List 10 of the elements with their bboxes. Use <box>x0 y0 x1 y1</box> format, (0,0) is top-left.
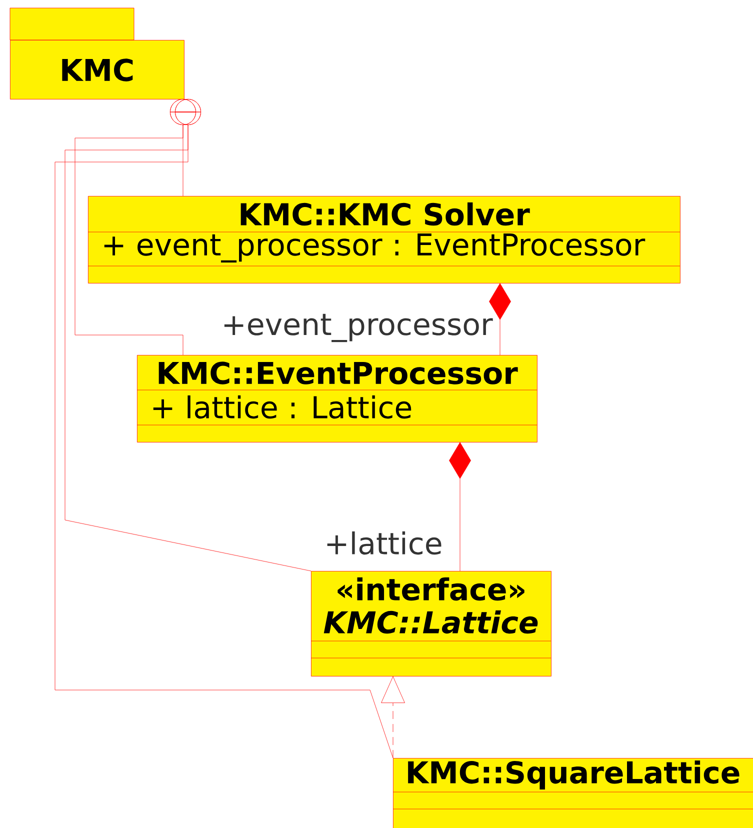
class-box: KMC::SquareLattice <box>392 758 753 828</box>
class-box: KMC::KMC Solver + event_processor : EventProcessor <box>88 196 680 284</box>
class-box: KMC::EventProcessor + lattice : Lattice <box>136 355 538 442</box>
connector <box>449 442 471 572</box>
interface-box: «interface» KMC::Lattice <box>310 571 552 676</box>
connector <box>489 283 511 356</box>
edge-label: +event_processor <box>220 312 494 344</box>
package-box: KMC <box>10 8 184 100</box>
connector <box>381 676 405 758</box>
edge-label: +lattice <box>323 530 444 556</box>
